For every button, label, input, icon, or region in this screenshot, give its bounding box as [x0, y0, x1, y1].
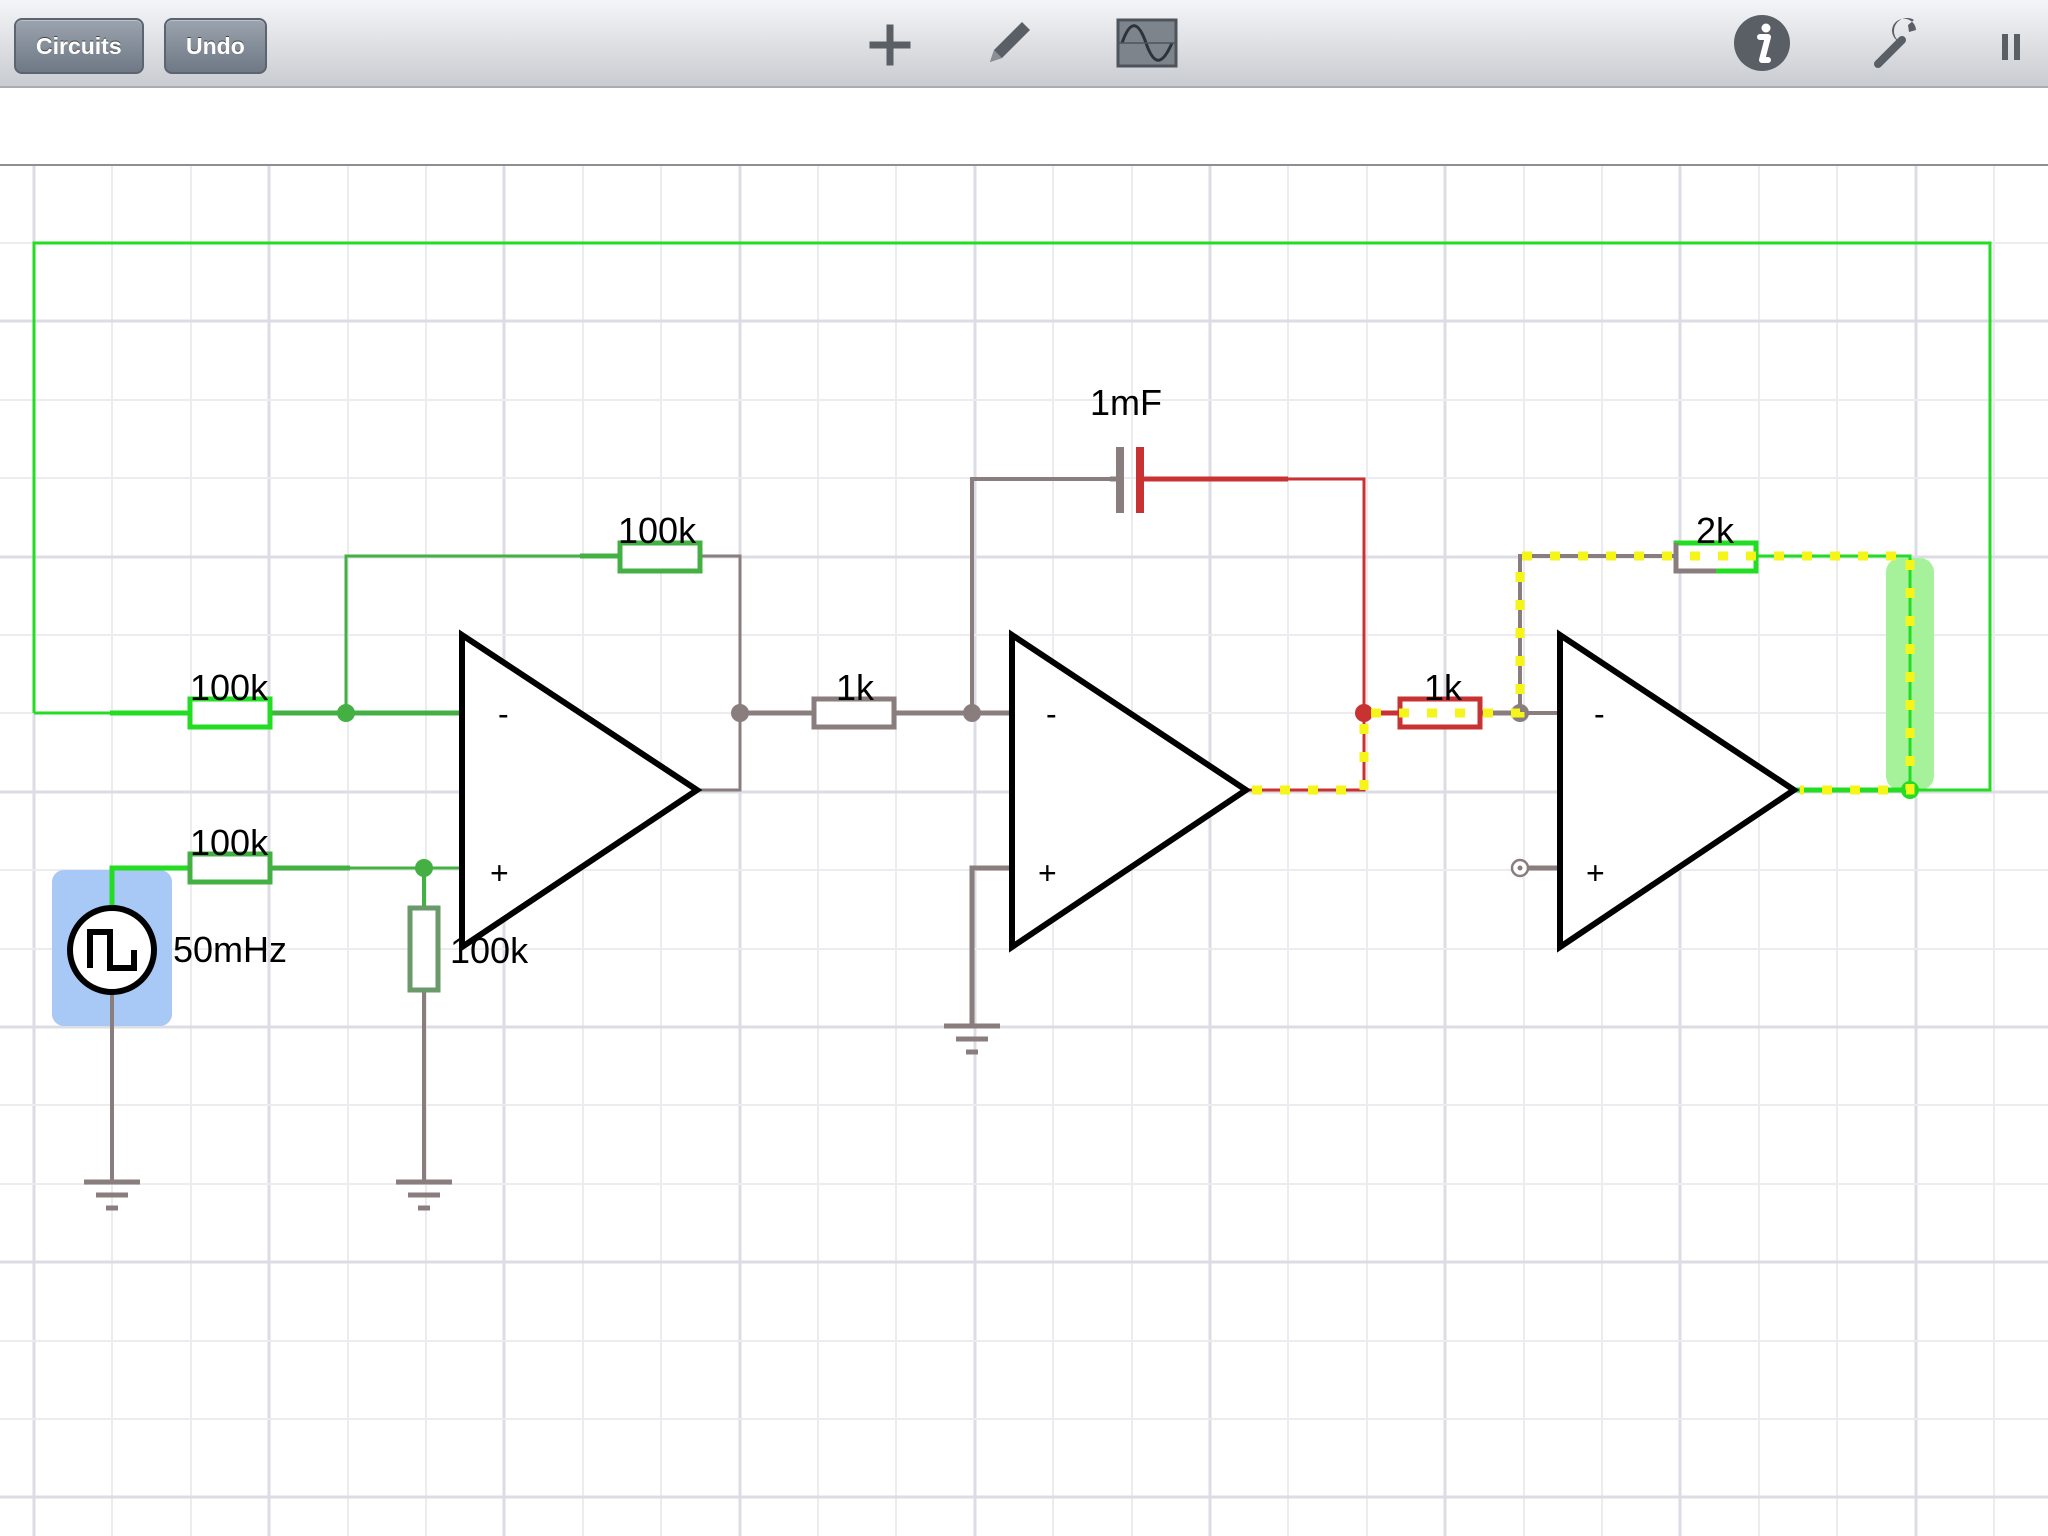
- resistor-integrator-label: 1k: [836, 667, 875, 708]
- wrench-icon[interactable]: [1866, 10, 1930, 74]
- feedback-loop-wire[interactable]: [32, 241, 1992, 792]
- opamp-1[interactable]: [459, 629, 703, 953]
- junction-node[interactable]: [963, 704, 981, 722]
- opamp-2-plus: +: [1038, 855, 1057, 891]
- info-icon[interactable]: [1730, 10, 1794, 74]
- opamp-1-plus: +: [490, 855, 509, 891]
- opamp-2[interactable]: [1009, 629, 1252, 953]
- opamp-3-plus: +: [1586, 855, 1605, 891]
- resistor-ground[interactable]: [407, 905, 441, 993]
- resistor-comparator-fb-label: 2k: [1696, 510, 1735, 551]
- ground-symbol[interactable]: [396, 1179, 452, 1211]
- circuits-button[interactable]: Circuits: [14, 18, 144, 74]
- resistor-feedback-label: 100k: [618, 510, 697, 551]
- resistor-feedback[interactable]: [617, 540, 703, 574]
- junction-node[interactable]: [415, 859, 433, 877]
- ground-symbol[interactable]: [84, 1179, 140, 1211]
- resistor-input[interactable]: [187, 696, 273, 730]
- undo-button[interactable]: Undo: [164, 18, 267, 74]
- resistor-input-label: 100k: [190, 667, 269, 708]
- opamp-2-minus: -: [1046, 696, 1057, 732]
- junction-node[interactable]: [1355, 704, 1373, 722]
- junction-node[interactable]: [337, 704, 355, 722]
- square-wave-source[interactable]: [67, 905, 157, 995]
- opamp-3[interactable]: [1557, 629, 1800, 953]
- resistor-comparator-in-label: 1k: [1424, 667, 1463, 708]
- resistor-integrator-in[interactable]: [811, 696, 897, 730]
- source-frequency-label: 50mHz: [173, 929, 287, 970]
- pause-icon[interactable]: [1986, 10, 2034, 74]
- resistor-source-label: 100k: [190, 822, 269, 863]
- opamp-3-minus: -: [1594, 696, 1605, 732]
- resistor-comparator-fb-left: [1673, 543, 1716, 574]
- resistor-source[interactable]: [187, 851, 273, 885]
- ground-symbol[interactable]: [944, 1023, 1000, 1055]
- open-terminal-dot: [1517, 865, 1523, 871]
- current-flow-dots: [1252, 551, 1915, 795]
- toolbar: Circuits Undo: [0, 0, 2048, 88]
- plus-icon[interactable]: [858, 10, 922, 74]
- stage1-wiring[interactable]: [34, 554, 742, 1180]
- circuit-canvas[interactable]: 100k 100k 100k 100k 50mHz - + 1k: [0, 166, 2048, 1536]
- capacitor-label: 1mF: [1090, 382, 1162, 423]
- stage2-wiring[interactable]: [740, 476, 1366, 1026]
- info-bar: [0, 88, 2048, 166]
- scope-icon[interactable]: [1116, 10, 1180, 74]
- capacitor[interactable]: [1116, 447, 1144, 513]
- pencil-icon[interactable]: [976, 10, 1040, 74]
- opamp-1-minus: -: [498, 696, 509, 732]
